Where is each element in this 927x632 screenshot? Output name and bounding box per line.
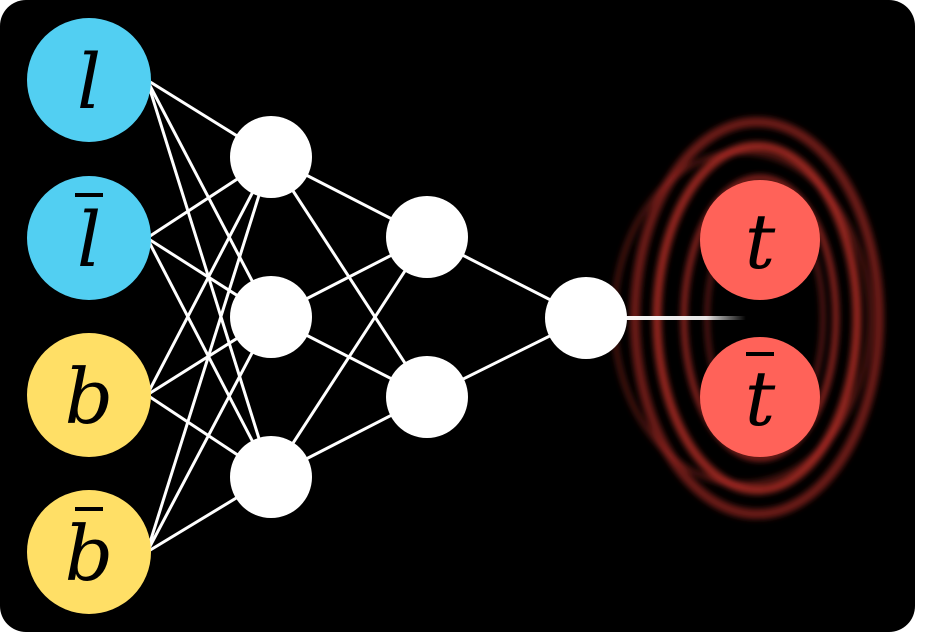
input-node-l: l [27,18,151,142]
product-node-tbar: t [700,337,820,457]
hidden-neuron-l1-2 [230,276,312,358]
input-node-lbar-circle [27,176,151,300]
input-node-b: b [27,333,151,457]
input-node-lbar-label: l [77,195,101,284]
output-line [586,316,746,320]
input-node-b-circle [27,333,151,457]
edge-l0-3-1 [145,316,273,553]
hidden-neuron-l1-3 [230,436,312,518]
input-node-l-circle [27,18,151,142]
input-node-l-label: l [77,37,101,126]
network-edges [145,78,587,554]
edge-l1-2-0 [269,236,429,478]
product-node-t-circle [700,180,820,300]
edge-l0-3-0 [145,156,273,553]
product-node-tbar-label: t [745,354,776,443]
input-node-b-label: b [65,352,114,441]
product-node-t: t [700,180,820,300]
input-node-bbar-circle [27,490,151,614]
edge-l0-2-0 [145,156,273,396]
output-link [586,316,746,320]
input-node-bbar: b [27,490,151,614]
product-node-t-label: t [745,197,776,286]
input-node-lbar: l [27,176,151,300]
hidden-nodes [230,116,627,518]
hidden-neuron-l2-2 [386,356,468,438]
product-nodes: tt [700,180,820,457]
output-neuron [545,277,627,359]
hidden-neuron-l2-1 [386,196,468,278]
input-node-bbar-label: b [65,509,114,598]
product-node-tbar-circle [700,337,820,457]
hidden-neuron-l1-1 [230,116,312,198]
